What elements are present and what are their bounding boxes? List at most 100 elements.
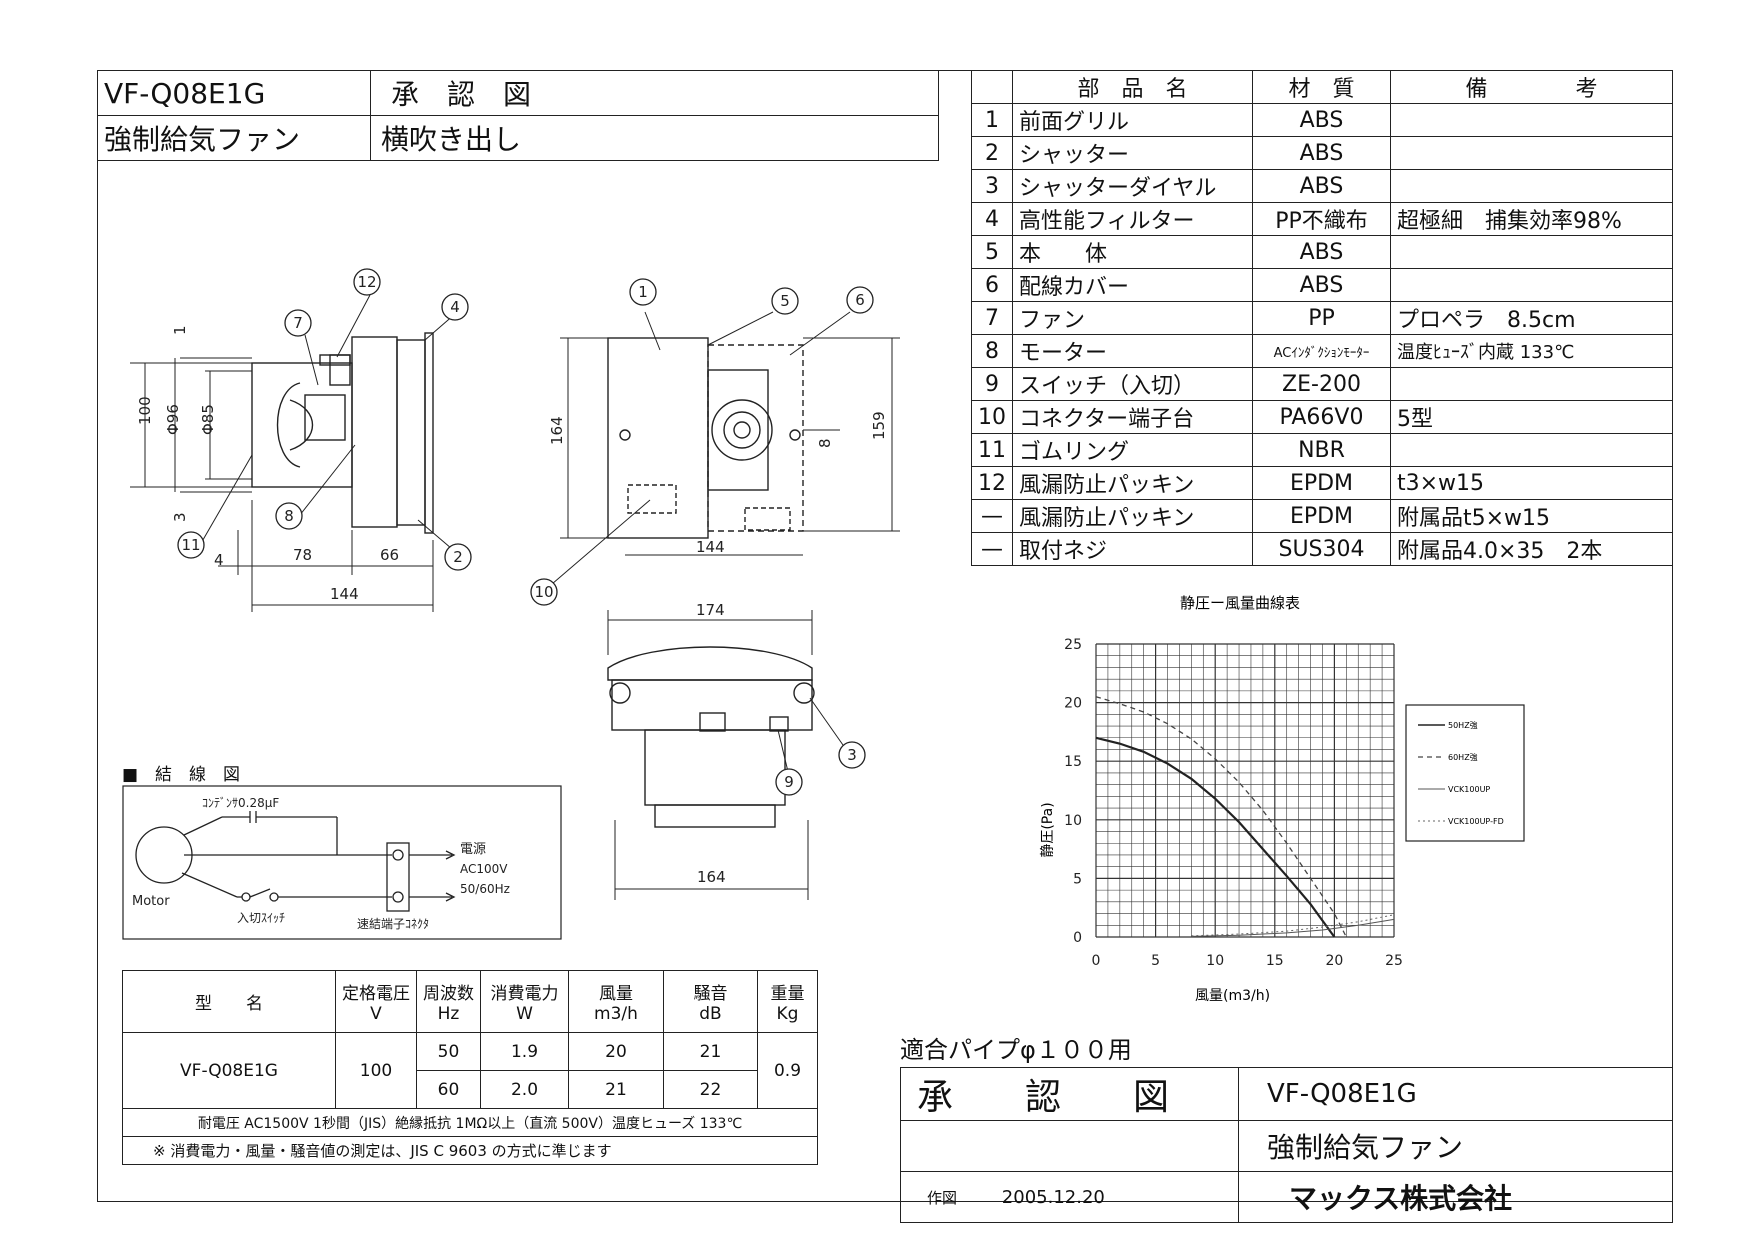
- callout-circle-3: [838, 741, 866, 769]
- parts-no: 10: [971, 400, 1013, 434]
- parts-material: PA66V0: [1252, 400, 1391, 434]
- parts-material: ABS: [1252, 136, 1391, 170]
- spec-header-top: 定格電圧: [342, 984, 410, 1004]
- parts-name: 高性能フィルター: [1012, 202, 1253, 236]
- callout-label-8: 8: [284, 507, 294, 525]
- callout-label-6: 6: [855, 291, 865, 309]
- parts-note: [1390, 136, 1673, 170]
- power-hz-label: 50/60Hz: [460, 882, 510, 896]
- spec-header-0: 型 名: [122, 970, 336, 1033]
- callout-circle-4: [441, 293, 469, 321]
- parts-name: シャッターダイヤル: [1012, 169, 1253, 203]
- dim-phi96: Φ96: [164, 404, 182, 435]
- x-tick-label: 25: [1385, 953, 1403, 969]
- dim-8: 8: [816, 438, 834, 448]
- spec-hz-50: 50: [416, 1032, 481, 1071]
- series-line-2: [1191, 918, 1395, 937]
- parts-header-0: [971, 70, 1013, 104]
- spec-header-top: 騒音: [693, 984, 728, 1004]
- parts-no: —: [971, 499, 1013, 533]
- parts-name: ファン: [1012, 301, 1253, 335]
- callout-circle-2: [444, 543, 472, 571]
- dim-66: 66: [380, 546, 399, 564]
- dim-164-top: 164: [697, 868, 726, 886]
- wiring-title: ■ 結 線 図: [122, 765, 241, 785]
- spec-flow-50: 20: [568, 1032, 664, 1071]
- callout-label-12: 12: [357, 273, 376, 291]
- parts-no: 11: [971, 433, 1013, 467]
- spec-header-top: 周波数: [423, 984, 474, 1004]
- callout-circle-11: [177, 531, 205, 559]
- motor-label: Motor: [132, 894, 170, 909]
- parts-note: 附属品t5×w15: [1390, 499, 1673, 533]
- parts-name: ゴムリング: [1012, 433, 1253, 467]
- spec-header-top: 風量: [599, 984, 633, 1004]
- spec-w-60: 2.0: [480, 1070, 569, 1109]
- spec-header-top: 型 名: [195, 994, 263, 1014]
- spec-w-50: 1.9: [480, 1032, 569, 1071]
- spec-header-top: 重量: [770, 984, 805, 1004]
- legend-label-3: VCK100UP-FD: [1448, 817, 1504, 826]
- spec-voltage: 100: [335, 1032, 417, 1109]
- callout-label-5: 5: [780, 292, 790, 310]
- parts-no: 6: [971, 268, 1013, 302]
- x-tick-label: 10: [1206, 953, 1224, 969]
- dim-174: 174: [696, 601, 725, 619]
- title-model: VF-Q08E1G: [97, 70, 371, 116]
- parts-no: 7: [971, 301, 1013, 335]
- parts-name: モーター: [1012, 334, 1253, 368]
- series-line-0: [1095, 736, 1336, 938]
- side-front-panel: [424, 332, 434, 534]
- dim-144-front: 144: [696, 538, 725, 556]
- chart-title: 静圧ー風量曲線表: [1180, 594, 1300, 612]
- parts-material: PP: [1252, 301, 1391, 335]
- parts-no: 1: [971, 103, 1013, 137]
- chart-ylabel: 静圧(Pa): [1040, 802, 1056, 857]
- parts-name: 取付ネジ: [1012, 532, 1253, 566]
- parts-name: スイッチ（入切）: [1012, 367, 1253, 401]
- parts-header-2: 材 質: [1252, 70, 1391, 104]
- footer-doc-type: 承 認 図: [900, 1067, 1239, 1121]
- parts-material: ABS: [1252, 169, 1391, 203]
- parts-note: 5型: [1390, 400, 1673, 434]
- parts-note: [1390, 169, 1673, 203]
- callout-circle-8: [275, 502, 303, 530]
- parts-note: [1390, 433, 1673, 467]
- y-tick-label: 10: [1064, 813, 1082, 829]
- callout-label-10: 10: [534, 583, 553, 601]
- title-block: VF-Q08E1G 承 認 図 強制給気ファン 横吹き出し: [97, 70, 939, 161]
- capacitor-label: ｺﾝﾃﾞﾝｻ0.28μF: [202, 796, 279, 810]
- parts-name: 配線カバー: [1012, 268, 1253, 302]
- parts-name: 前面グリル: [1012, 103, 1253, 137]
- spec-model: VF-Q08E1G: [122, 1032, 336, 1109]
- spec-weight: 0.9: [757, 1032, 818, 1109]
- dim-78: 78: [293, 546, 312, 564]
- parts-note: プロペラ 8.5cm: [1390, 301, 1673, 335]
- spec-header-unit: dB: [699, 1004, 722, 1024]
- switch-label: 入切ｽｲｯﾁ: [237, 911, 285, 925]
- side-body: [351, 336, 398, 528]
- parts-no: 2: [971, 136, 1013, 170]
- parts-material: ABS: [1252, 235, 1391, 269]
- parts-name: 風漏防止パッキン: [1012, 466, 1253, 500]
- parts-name: シャッター: [1012, 136, 1253, 170]
- parts-material: ZE-200: [1252, 367, 1391, 401]
- series-line-1: [1095, 696, 1347, 938]
- title-product-name: 強制給気ファン: [97, 115, 371, 161]
- parts-name: 本 体: [1012, 235, 1253, 269]
- dim-159: 159: [870, 411, 888, 440]
- dim-144-side: 144: [330, 585, 359, 603]
